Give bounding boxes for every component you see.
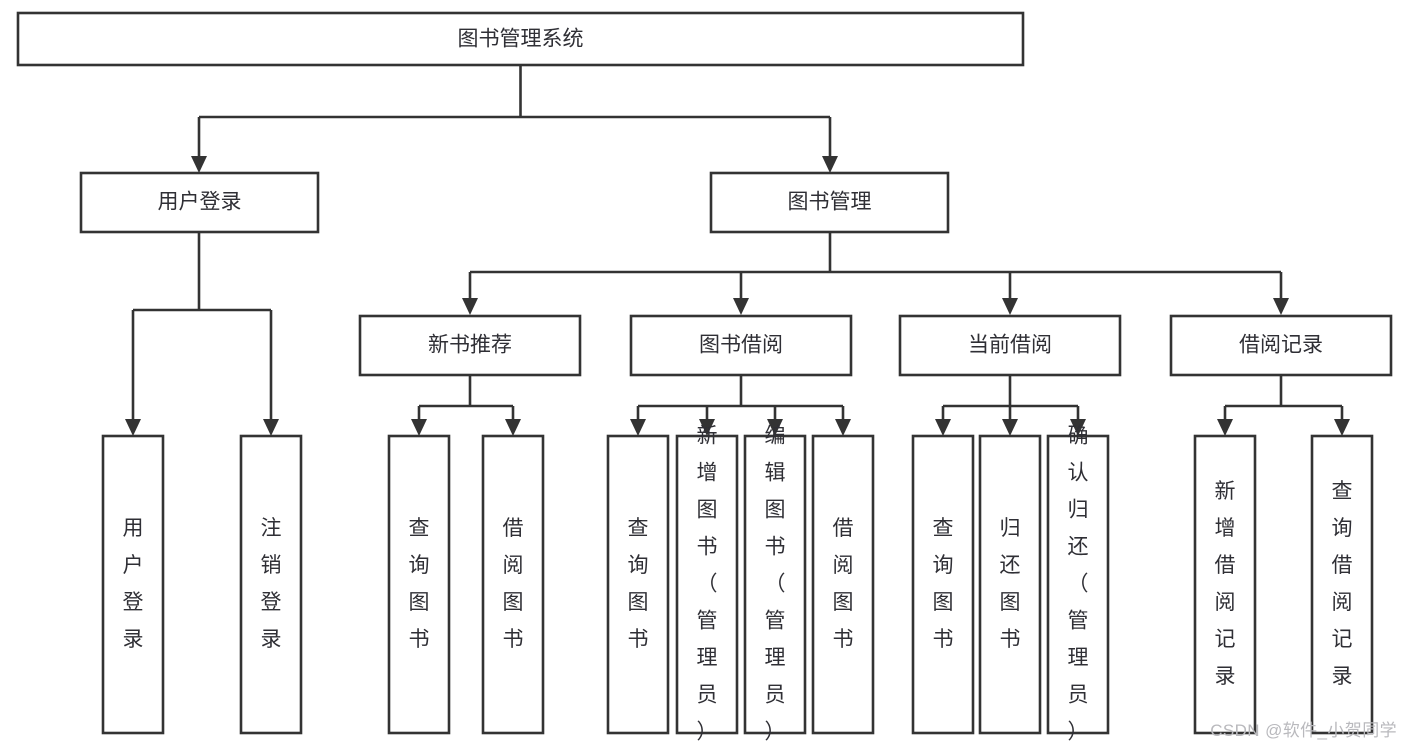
node-new-book-recommend-box[interactable] xyxy=(358,314,582,377)
leaf-add-borrow-record[interactable]: 新增借阅记录 xyxy=(1193,434,1257,735)
leaf-query-borrow-record[interactable]: 查询借阅记录 xyxy=(1310,434,1374,735)
node-new-book-recommend-label: 新书推荐 xyxy=(428,334,512,357)
node-current-borrow[interactable]: 当前借阅 xyxy=(898,314,1122,377)
node-root-system[interactable]: 图书管理系统 xyxy=(16,11,1025,67)
node-user-login-box[interactable] xyxy=(79,171,320,234)
leaf-query-book-current-label: 查询图书 xyxy=(933,517,954,651)
node-book-manage-box[interactable] xyxy=(709,171,950,234)
arrow-to-leaf-add-record xyxy=(1217,419,1233,436)
arrow-to-current-borrow xyxy=(1002,298,1018,315)
arrow-to-leaf-logout xyxy=(263,419,279,436)
arrow-to-leaf-return-book xyxy=(1002,419,1018,436)
leaf-add-book-admin-box[interactable] xyxy=(675,434,739,735)
leaf-borrow-book-recommend-box[interactable] xyxy=(481,434,545,735)
arrow-to-borrow-record xyxy=(1273,298,1289,315)
leaf-return-book-box[interactable] xyxy=(978,434,1042,735)
node-book-borrow-box[interactable] xyxy=(629,314,853,377)
leaf-query-book-recommend-label: 查询图书 xyxy=(409,517,430,651)
leaf-edit-book-admin-box[interactable] xyxy=(743,434,807,735)
arrow-to-leaf-edit-book xyxy=(767,419,783,436)
leaf-edit-book-admin[interactable]: 编辑图书（管理员） xyxy=(743,425,807,744)
leaf-borrow-book-box[interactable] xyxy=(811,434,875,735)
leaf-logout-label: 注销登录 xyxy=(261,517,282,651)
node-borrow-record[interactable]: 借阅记录 xyxy=(1169,314,1393,377)
leaf-user-login[interactable]: 用户登录 xyxy=(101,434,165,735)
arrow-to-leaf-confirm-return xyxy=(1070,419,1086,436)
leaf-query-book-current-box[interactable] xyxy=(911,434,975,735)
leaf-user-login-label: 用户登录 xyxy=(123,517,144,651)
leaf-user-login-box[interactable] xyxy=(101,434,165,735)
leaf-edit-book-admin-label: 编辑图书（管理员） xyxy=(765,425,786,744)
leaf-query-borrow-record-box[interactable] xyxy=(1310,434,1374,735)
node-book-borrow[interactable]: 图书借阅 xyxy=(629,314,853,377)
arrow-to-new-book xyxy=(462,298,478,315)
leaf-query-book-recommend[interactable]: 查询图书 xyxy=(387,434,451,735)
node-book-manage[interactable]: 图书管理 xyxy=(709,171,950,234)
arrow-to-leaf-borrow-book-1 xyxy=(505,419,521,436)
node-borrow-record-box[interactable] xyxy=(1169,314,1393,377)
arrow-to-user-login xyxy=(191,156,207,173)
arrow-to-leaf-user-login xyxy=(125,419,141,436)
leaf-query-book-current[interactable]: 查询图书 xyxy=(911,434,975,735)
node-borrow-record-label: 借阅记录 xyxy=(1239,334,1323,357)
leaf-logout-box[interactable] xyxy=(239,434,303,735)
leaf-add-borrow-record-box[interactable] xyxy=(1193,434,1257,735)
node-book-manage-label: 图书管理 xyxy=(788,191,872,214)
leaf-query-book-recommend-box[interactable] xyxy=(387,434,451,735)
leaf-confirm-return-admin[interactable]: 确认归还（管理员） xyxy=(1046,425,1110,744)
leaf-add-borrow-record-label: 新增借阅记录 xyxy=(1215,480,1236,688)
leaf-return-book-label: 归还图书 xyxy=(1000,517,1021,651)
arrow-to-book-manage xyxy=(822,156,838,173)
leaf-query-book-borrow-box[interactable] xyxy=(606,434,670,735)
leaf-borrow-book-recommend-label: 借阅图书 xyxy=(503,517,524,651)
leaf-query-borrow-record-label: 查询借阅记录 xyxy=(1332,480,1353,688)
leaf-query-book-borrow-label: 查询图书 xyxy=(628,517,649,651)
leaf-confirm-return-admin-label: 确认归还（管理员） xyxy=(1068,425,1089,744)
arrow-to-leaf-query-book-2 xyxy=(630,419,646,436)
leaf-borrow-book-label: 借阅图书 xyxy=(833,517,854,651)
leaf-borrow-book-recommend[interactable]: 借阅图书 xyxy=(481,434,545,735)
leaf-query-book-borrow[interactable]: 查询图书 xyxy=(606,434,670,735)
leaf-borrow-book[interactable]: 借阅图书 xyxy=(811,434,875,735)
connector-layer xyxy=(125,65,1350,436)
node-current-borrow-label: 当前借阅 xyxy=(968,334,1052,357)
node-root-system-box[interactable] xyxy=(16,11,1025,67)
node-new-book-recommend[interactable]: 新书推荐 xyxy=(358,314,582,377)
leaf-logout[interactable]: 注销登录 xyxy=(239,434,303,735)
arrow-to-leaf-query-book-3 xyxy=(935,419,951,436)
node-user-login[interactable]: 用户登录 xyxy=(79,171,320,234)
arrow-to-leaf-add-book xyxy=(699,419,715,436)
arrow-to-book-borrow xyxy=(733,298,749,315)
node-book-borrow-label: 图书借阅 xyxy=(699,334,783,357)
leaf-confirm-return-admin-box[interactable] xyxy=(1046,434,1110,735)
node-root-system-label: 图书管理系统 xyxy=(458,28,584,51)
leaf-add-book-admin[interactable]: 新增图书（管理员） xyxy=(675,425,739,744)
arrow-to-leaf-query-book-1 xyxy=(411,419,427,436)
leaf-return-book[interactable]: 归还图书 xyxy=(978,434,1042,735)
arrow-to-leaf-borrow-book-2 xyxy=(835,419,851,436)
leaf-add-book-admin-label: 新增图书（管理员） xyxy=(697,425,718,744)
arrow-to-leaf-query-record xyxy=(1334,419,1350,436)
node-user-login-label: 用户登录 xyxy=(158,191,242,214)
node-current-borrow-box[interactable] xyxy=(898,314,1122,377)
